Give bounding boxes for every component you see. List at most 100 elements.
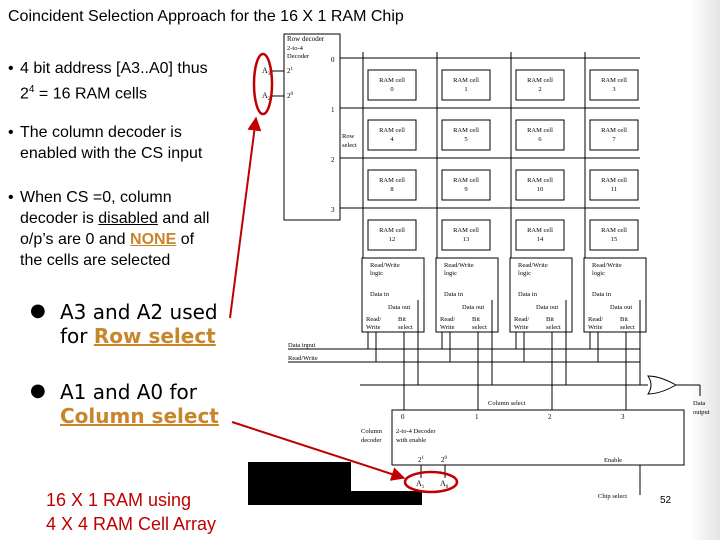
row-select-label: Row [342,133,355,140]
column-input-a1-weight: 21 [418,456,425,464]
read-write-short-label2: Write [514,324,529,331]
read-write-logic-block [509,257,573,333]
data-in-label: Data in [444,291,464,298]
bit-select-label: Bit [620,316,628,323]
ram-cell-label: RAM cell [379,77,405,84]
column-input-a0: A0 [440,479,449,490]
row-decoder-subtitle2: Decoder [287,53,310,60]
row-decoder-subtitle: 2-to-4 [287,45,304,52]
read-write-logic-label: Read/Write [444,262,474,269]
row-input-a2: A2 [262,91,271,102]
ram-cell-label: RAM cell [601,177,627,184]
bit-select-label: Bit [546,316,554,323]
read-write-logic-label: Read/Write [370,262,400,269]
bullet-row-select: ● A3 and A2 used for Row select [30,300,218,348]
ram-cell-label: RAM cell [601,77,627,84]
read-write-logic-label2: logic [518,270,531,277]
bullet-cs-zero-line4: the cells are selected [20,252,171,269]
row-select-label2: select [342,142,357,149]
data-out-label: Data out [536,304,558,311]
ram-cell [367,119,417,151]
row-select-lines [340,57,640,209]
column-output-1: 1 [475,413,479,421]
bullet-cs-zero-line3: o/p’s are 0 and NONE of [20,231,195,248]
read-write-short-label2: Write [366,324,381,331]
ram-cell-number: 2 [538,86,541,93]
ram-cell [515,219,565,251]
read-write-short-label2: Write [588,324,603,331]
redaction-box [248,491,422,505]
data-in-label: Data in [370,291,390,298]
read-write-short-label: Read/ [514,316,529,323]
ram-cell-number: 0 [390,86,393,93]
ram-cell-number: 1 [464,86,467,93]
column-output-2: 2 [548,413,552,421]
column-decoder-box [391,409,685,466]
bullet-column-select: ● A1 and A0 for Column select [30,380,219,428]
column-decoder-label: Column [361,428,383,435]
ram-cell-label: RAM cell [379,127,405,134]
ram-cell-number: 5 [464,136,467,143]
data-in-label: Data in [592,291,612,298]
row-input-a2-weight: 20 [287,92,294,100]
ram-cell-number: 11 [611,186,617,193]
data-in-label: Data in [518,291,538,298]
ram-cell-number: 6 [538,136,542,143]
ram-cell [515,169,565,201]
bit-select-label: Bit [472,316,480,323]
data-out-label: Data out [388,304,410,311]
column-input-a0-weight: 20 [441,456,448,464]
ram-cell-number: 10 [537,186,544,193]
read-write-short-label: Read/ [366,316,381,323]
bit-select-label2: select [398,324,413,331]
slide-edge-shade [690,0,720,540]
ram-cell-number: 12 [389,236,396,243]
ram-cell-number: 4 [390,136,394,143]
read-write-logic-label2: logic [592,270,605,277]
column-address-highlight [403,470,459,494]
ram-cell [367,169,417,201]
ram-cell [441,69,491,101]
enable-label: Enable [604,457,622,464]
row-output-2: 2 [331,156,335,164]
bullet-dot: ● [30,380,46,401]
bullet-dot: • [8,124,14,141]
ram-cell [367,69,417,101]
read-write-short-label: Read/ [440,316,455,323]
bullet-address-line1: 4 bit address [A3..A0] thus [20,60,208,77]
data-out-label: Data out [610,304,632,311]
data-out-label: Data out [462,304,484,311]
read-write-logic-label: Read/Write [518,262,548,269]
chip-select-label: Chip select [598,493,627,500]
ram-cell [589,69,639,101]
ram-cell [441,119,491,151]
bit-select-label2: select [546,324,561,331]
column-input-a1: A1 [416,479,425,490]
ram-cell-label: RAM cell [527,127,553,134]
read-write-short-label: Read/ [588,316,603,323]
bullet-cs-zero-line1: When CS =0, column [20,189,172,206]
ram-cell-label: RAM cell [453,127,479,134]
row-decoder-box [283,33,341,221]
footnote: 16 X 1 RAM using 4 X 4 RAM Cell Array [46,488,216,536]
ram-cell-label: RAM cell [527,77,553,84]
ram-cell-label: RAM cell [379,227,405,234]
read-write-short-label2: Write [440,324,455,331]
ram-cell [367,219,417,251]
or-gate [647,375,678,395]
row-decoder-title: Row decoder [287,35,325,43]
ram-cell [515,69,565,101]
row-output-1: 1 [331,106,335,114]
ram-cell [515,119,565,151]
slide-title: Coincident Selection Approach for the 16… [8,8,404,25]
ram-cell-label: RAM cell [601,227,627,234]
ram-cell [589,219,639,251]
read-write-logic-block [435,257,499,333]
ram-cell-number: 7 [612,136,616,143]
footnote-line2: 4 X 4 RAM Cell Array [46,514,217,534]
read-write-logic-label2: logic [370,270,383,277]
read-write-logic-label2: logic [444,270,457,277]
